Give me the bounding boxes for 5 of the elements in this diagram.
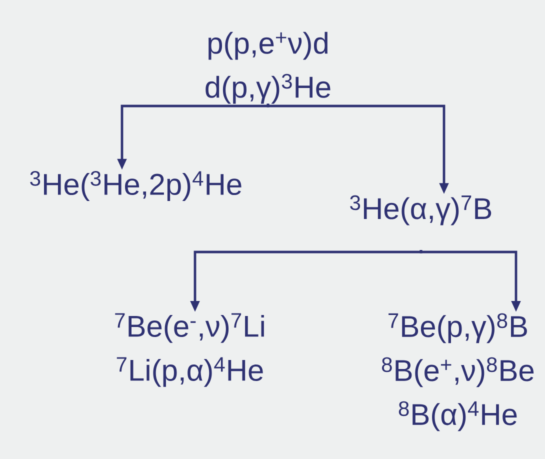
reaction-text: $^{3}$He($^{3}$He,2p)$^{4}$He <box>30 171 242 201</box>
reaction-text: $^{7}$Be(p,γ)$^{8}$B $^{8}$B(e$^{+}$,ν)$^{8}$Be $^{8}$B(α)$^{4}$He <box>382 313 534 432</box>
reaction-text: $^{3}$He(α,γ)$^{7}$B <box>350 195 492 226</box>
reaction-text: $^{7}$Be(e$^{-}$,ν)$^{7}$Li $^{7}$Li(p,α)$^{4}$He <box>115 313 264 387</box>
reaction-text: p(p,e$^{+}$ν)d d(p,γ)$^{3}$He <box>206 32 330 104</box>
